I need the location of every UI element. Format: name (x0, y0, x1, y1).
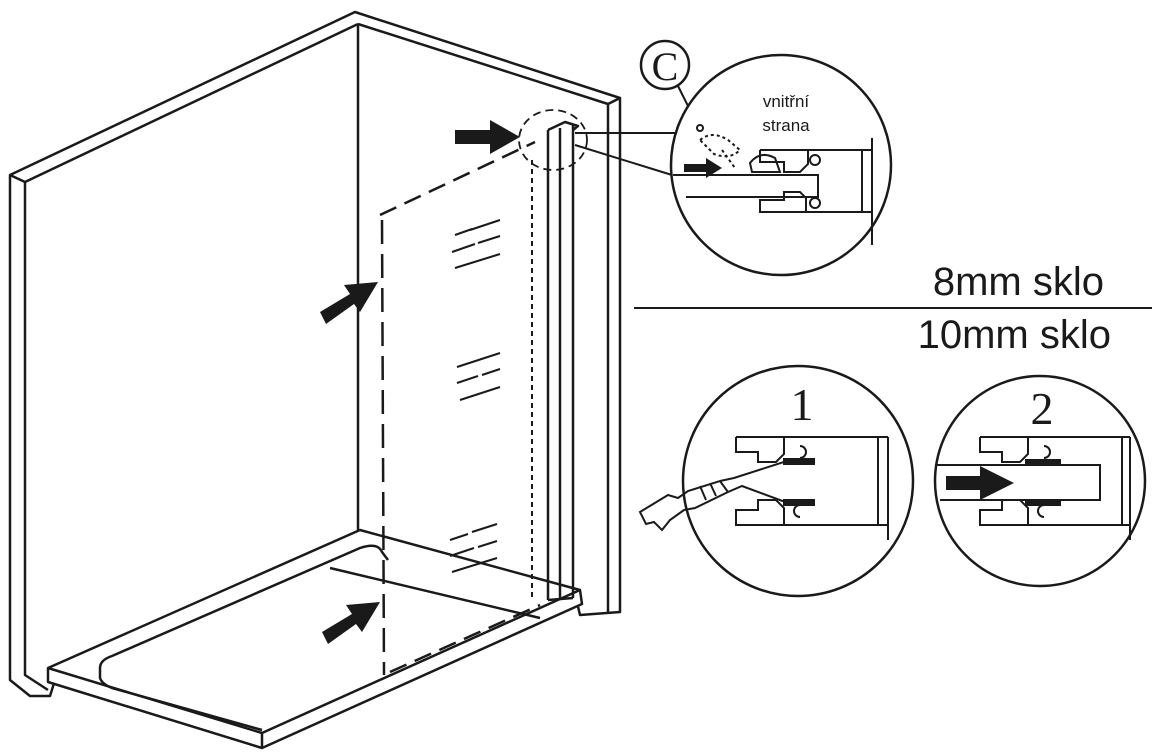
detail-magnifier (669, 53, 893, 277)
magnified-arrow-icon (684, 158, 722, 178)
callout-connector (574, 132, 682, 176)
arrow-top-icon (455, 120, 520, 154)
step-1-profile (735, 436, 889, 540)
callout-c-badge (639, 39, 691, 91)
callout-c-letter: C (652, 44, 679, 89)
direction-arrows (320, 120, 520, 644)
inner-side-label-line2: strana (762, 116, 810, 135)
magnified-profile (759, 138, 873, 245)
inner-side-label-line1: vnitřní (763, 92, 810, 111)
shower-enclosure-drawing (8, 10, 622, 750)
callout-c: C vnitřní strana (574, 39, 893, 277)
step-1-seal-bottom (783, 499, 815, 506)
glass-options: 8mm sklo 10mm sklo (634, 260, 1152, 357)
shower-tray (46, 528, 584, 750)
step-2-circle (933, 374, 1147, 588)
arrow-bottom-icon (322, 602, 380, 644)
tray-recess (98, 544, 389, 669)
sealant-applicator-icon (638, 459, 791, 532)
arrow-middle-icon (320, 282, 378, 324)
step-2-seal-top (1025, 459, 1061, 466)
detail-highlight-circle (518, 109, 588, 171)
wall-profile (546, 120, 580, 602)
step-2-detail: 2 (933, 374, 1147, 588)
glass-option-8mm: 8mm sklo (933, 260, 1104, 304)
step-1-number: 1 (791, 379, 814, 430)
step-2-arrow-icon (946, 466, 1014, 500)
magnified-seal-icon (698, 134, 742, 169)
left-wall-edge (9, 173, 49, 692)
step-1-circle (681, 364, 915, 598)
glass-reflection-marks (449, 219, 501, 573)
glass-option-10mm: 10mm sklo (918, 313, 1111, 357)
magnified-glass (673, 174, 819, 198)
step-1-detail: 1 (638, 364, 915, 598)
step-2-seal-bottom (1025, 499, 1061, 506)
step-2-profile (979, 436, 1131, 540)
step-1-seal-top (783, 458, 815, 465)
glass-panel-outline (379, 140, 536, 217)
step-2-number: 2 (1031, 383, 1054, 434)
step-2-glass (935, 464, 1101, 501)
